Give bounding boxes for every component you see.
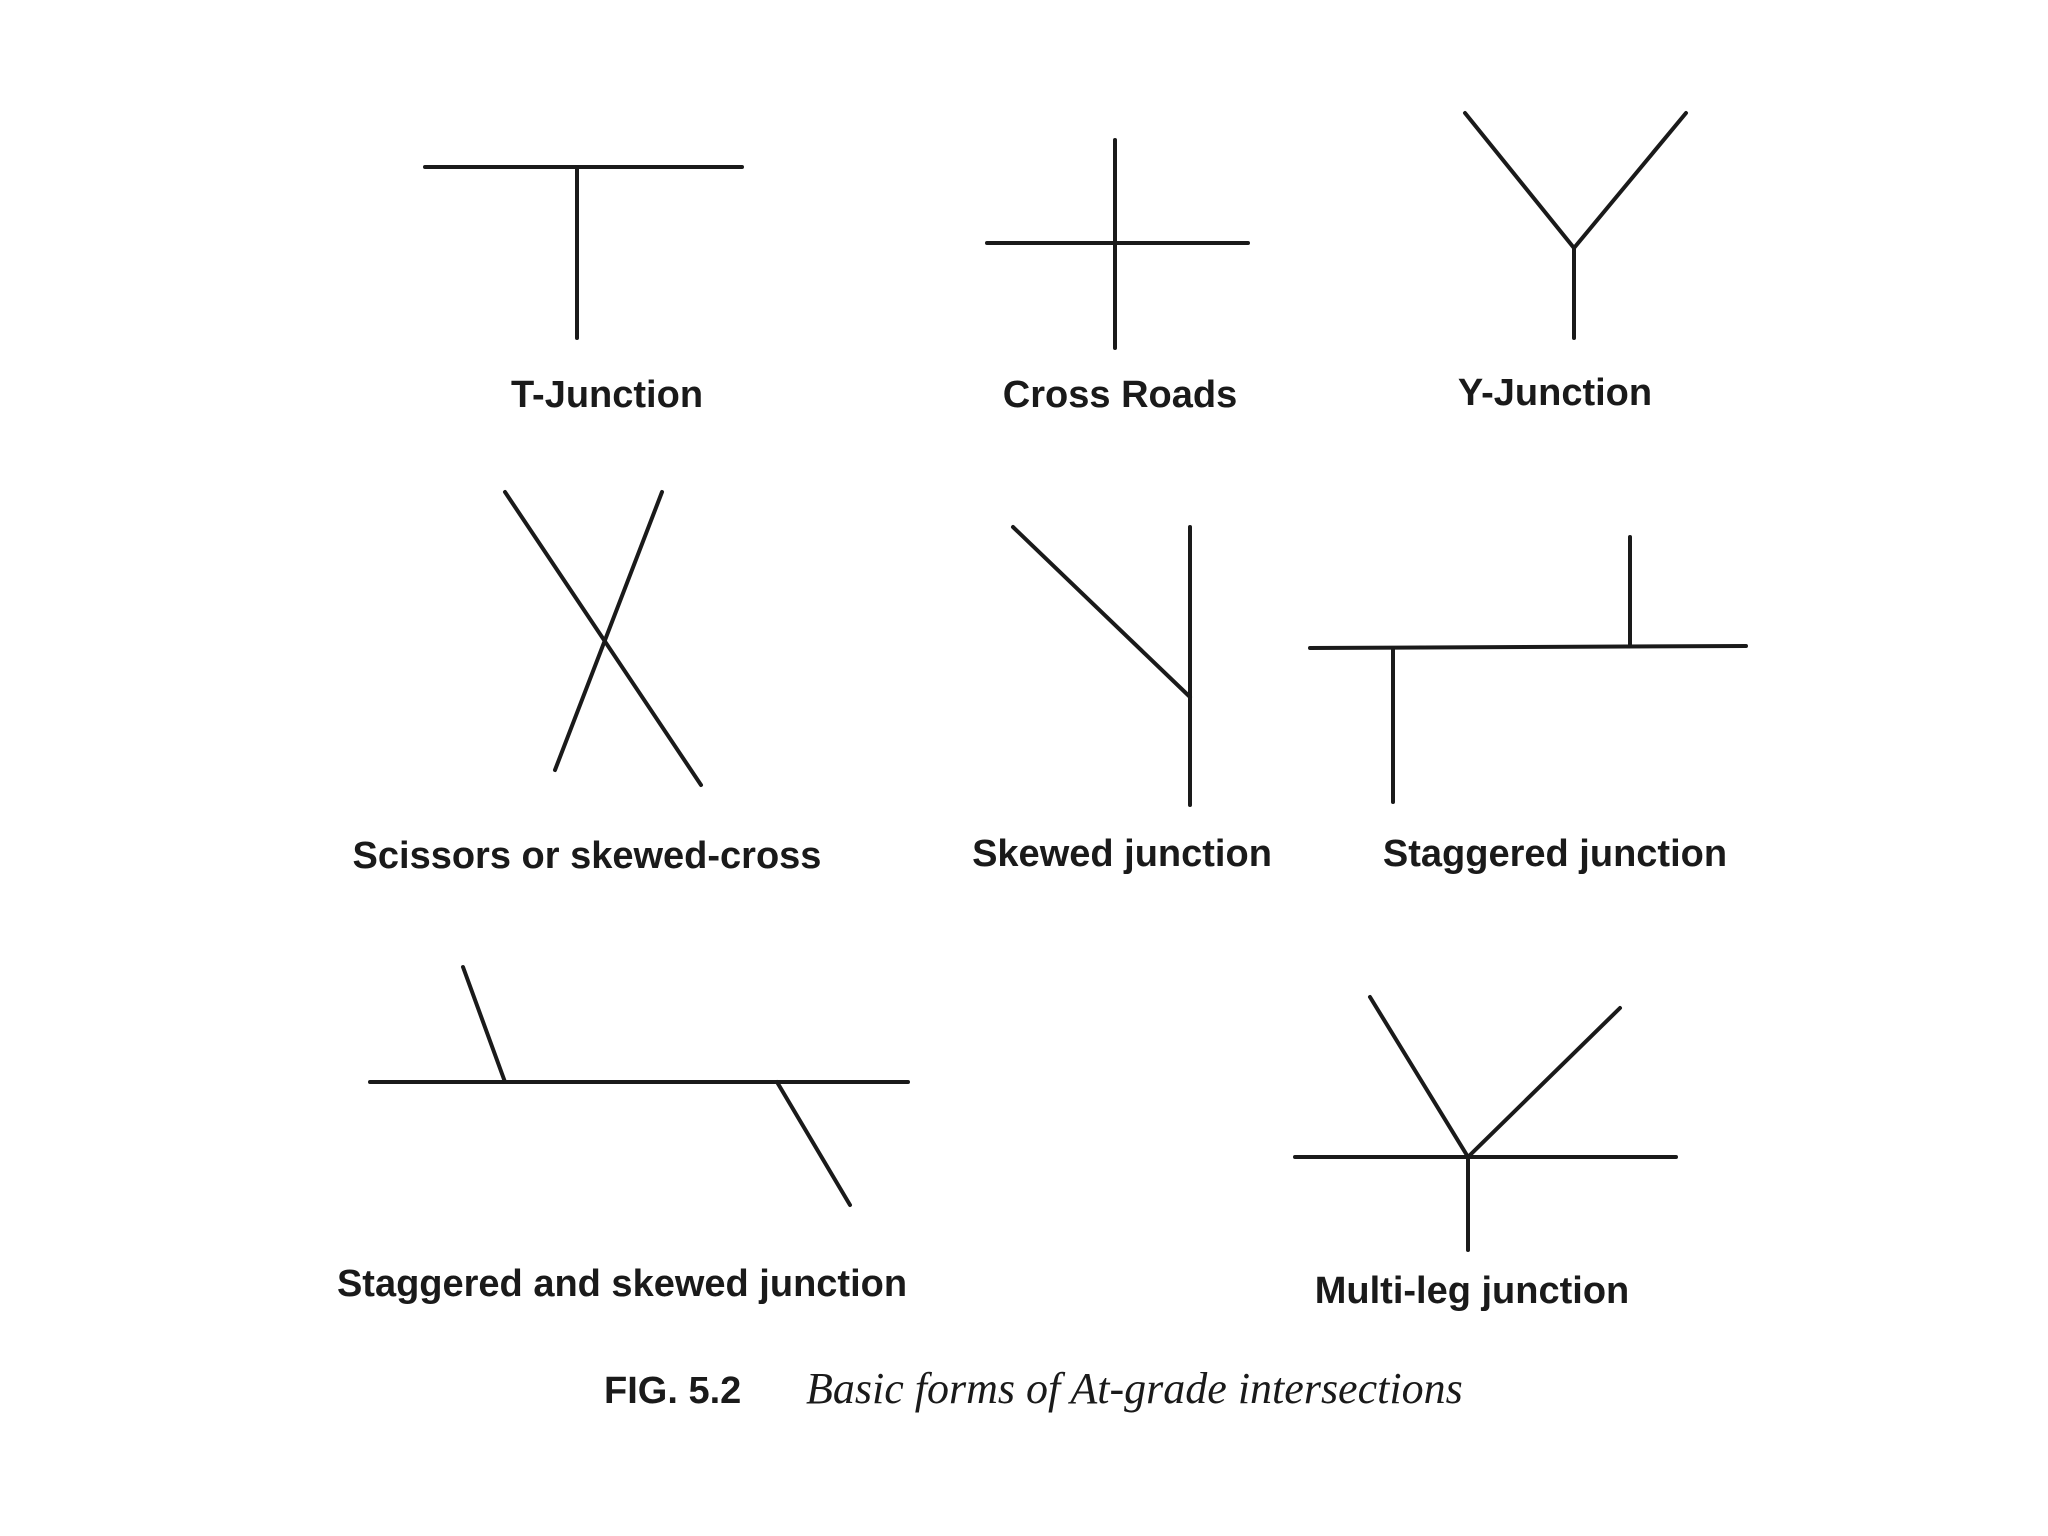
- staggered-skewed-junction-diagram: Staggered and skewed junction: [337, 965, 910, 1305]
- skewed-junction-diagram: Skewed junction: [972, 525, 1272, 875]
- y-junction-label: Y-Junction: [1458, 372, 1652, 414]
- scissors-road-b: [553, 490, 664, 772]
- figure-title: Basic forms of At-grade intersections: [806, 1364, 1463, 1413]
- skewed-junction-side-road: [1011, 525, 1192, 699]
- y-junction-right-branch: [1572, 111, 1688, 250]
- t-junction-diagram: T-Junction: [423, 165, 744, 416]
- multi-leg-junction-diagram: Multi-leg junction: [1293, 995, 1678, 1312]
- skewed-junction-label: Skewed junction: [972, 833, 1272, 875]
- staggered-junction-main-road: [1308, 644, 1748, 650]
- y-junction-left-branch: [1463, 111, 1576, 250]
- y-junction-diagram: Y-Junction: [1458, 111, 1688, 414]
- staggered-junction-label: Staggered junction: [1383, 833, 1727, 875]
- cross-roads-diagram: Cross Roads: [985, 138, 1250, 416]
- multi-leg-junction-label: Multi-leg junction: [1315, 1270, 1630, 1312]
- figure-caption: FIG. 5.2 Basic forms of At-grade interse…: [604, 1364, 1463, 1413]
- staggered-skewed-lower-road: [775, 1080, 852, 1207]
- scissors-road-a: [503, 490, 703, 787]
- staggered-junction-diagram: Staggered junction: [1308, 535, 1748, 875]
- figure-number: FIG. 5.2: [604, 1370, 741, 1412]
- staggered-skewed-junction-label: Staggered and skewed junction: [337, 1263, 907, 1305]
- scissors-diagram: Scissors or skewed-cross: [353, 490, 822, 877]
- multi-leg-left-branch: [1368, 995, 1470, 1159]
- staggered-skewed-upper-road: [461, 965, 507, 1084]
- multi-leg-right-branch: [1466, 1006, 1622, 1159]
- t-junction-label: T-Junction: [511, 374, 703, 416]
- cross-roads-label: Cross Roads: [1003, 374, 1237, 416]
- scissors-label: Scissors or skewed-cross: [353, 835, 822, 877]
